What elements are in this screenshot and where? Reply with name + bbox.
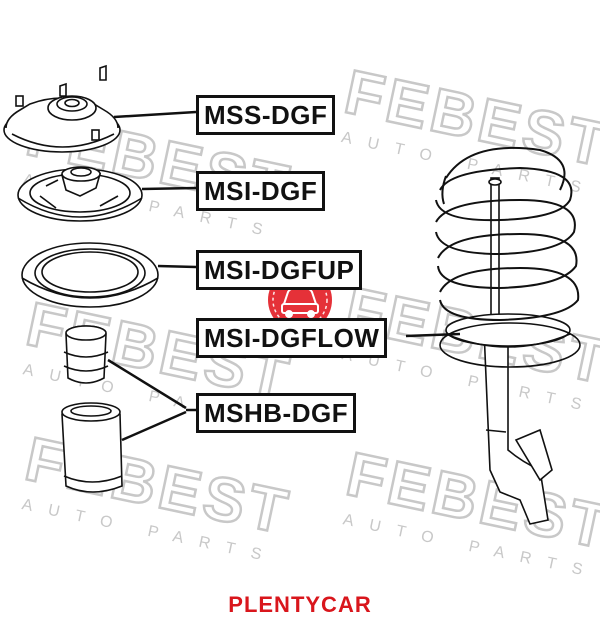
leader-line-msi bbox=[141, 186, 197, 191]
watermark-bottom-right: FEBEST AUTO PARTS bbox=[339, 439, 600, 582]
leader-lines bbox=[107, 110, 461, 442]
watermark-bottom-left: FEBEST AUTO PARTS bbox=[18, 423, 298, 566]
upper-spring-seat-drawing bbox=[21, 242, 159, 308]
leader-line-mshb-1 bbox=[107, 358, 187, 410]
part-label-mshb-dgf[interactable]: MSHB-DGF bbox=[196, 393, 357, 433]
part-label-mss-dgf[interactable]: MSS-DGF bbox=[196, 95, 336, 135]
part-label-msi-dgf[interactable]: MSI-DGF bbox=[196, 171, 326, 211]
watermark-top-right: FEBEST AUTO PARTS bbox=[338, 56, 600, 199]
dust-boot-drawing bbox=[61, 402, 123, 493]
leader-line-msilow bbox=[405, 332, 461, 338]
strut-assembly-drawing bbox=[435, 146, 581, 525]
part-label-msi-dgflow[interactable]: MSI-DGFLOW bbox=[196, 318, 388, 358]
leader-line-mss bbox=[113, 110, 197, 119]
part-label-msi-dgfup[interactable]: MSI-DGFUP bbox=[196, 250, 363, 290]
spring-insulator-drawing bbox=[17, 166, 143, 222]
leader-line-mshb-2 bbox=[121, 410, 187, 442]
leader-line-msiup bbox=[157, 264, 197, 269]
footer-brand: PLENTYCAR bbox=[228, 592, 372, 617]
bump-stop-drawing bbox=[63, 325, 109, 384]
strut-mount-drawing bbox=[3, 64, 121, 153]
